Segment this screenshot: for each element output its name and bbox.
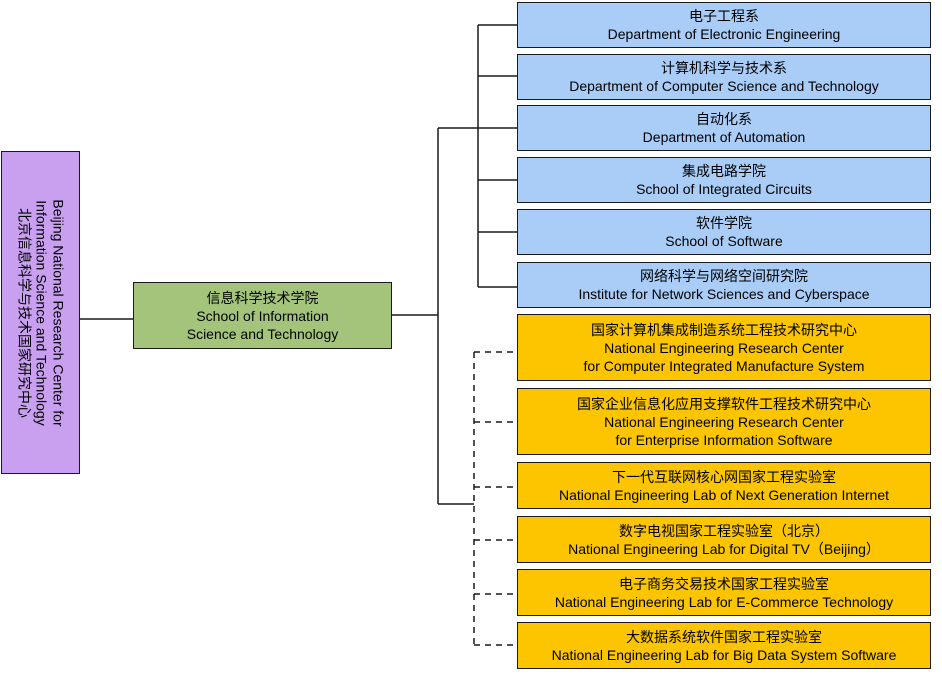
department-name-en: School of Software <box>665 233 783 249</box>
school-box: 信息科学技术学院 School of Information Science a… <box>133 282 392 349</box>
department-box-electronic-engineering: 电子工程系 Department of Electronic Engineeri… <box>517 2 931 48</box>
lab-box-big-data: 大数据系统软件国家工程实验室 National Engineering Lab … <box>517 622 931 669</box>
lab-box-e-commerce: 电子商务交易技术国家工程实验室 National Engineering Lab… <box>517 569 931 616</box>
research-center-box: Beijing National Research Center for Inf… <box>1 151 80 474</box>
lab-name-zh: 国家企业信息化应用支撑软件工程技术研究中心 <box>577 395 871 412</box>
school-name-en-2: Science and Technology <box>186 325 339 342</box>
department-name-en: School of Integrated Circuits <box>636 181 812 197</box>
department-name-zh: 网络科学与网络空间研究院 <box>640 268 808 284</box>
lab-name-zh: 电子商务交易技术国家工程实验室 <box>619 575 829 592</box>
lab-name-en-1: National Engineering Research Center <box>604 339 844 356</box>
lab-name-en-2: for Computer Integrated Manufacture Syst… <box>583 357 865 374</box>
lab-name-zh: 数字电视国家工程实验室（北京） <box>619 522 829 539</box>
department-name-zh: 软件学院 <box>696 215 752 231</box>
lab-name-en: National Engineering Lab of Next Generat… <box>559 486 889 503</box>
department-name-zh: 电子工程系 <box>689 8 759 24</box>
lab-name-en-1: National Engineering Research Center <box>604 413 844 430</box>
department-name-zh: 自动化系 <box>696 111 752 127</box>
lab-name-en: National Engineering Lab for E-Commerce … <box>554 593 894 610</box>
department-box-network-sciences: 网络科学与网络空间研究院 Institute for Network Scien… <box>517 262 931 308</box>
lab-box-next-generation-internet: 下一代互联网核心网国家工程实验室 National Engineering La… <box>517 462 931 509</box>
lab-box-computer-integrated-manufacture: 国家计算机集成制造系统工程技术研究中心 National Engineering… <box>517 314 931 381</box>
lab-box-enterprise-information-software: 国家企业信息化应用支撑软件工程技术研究中心 National Engineeri… <box>517 388 931 455</box>
department-name-en: Department of Electronic Engineering <box>607 26 841 42</box>
lab-name-zh: 大数据系统软件国家工程实验室 <box>626 628 822 645</box>
lab-name-zh: 下一代互联网核心网国家工程实验室 <box>612 468 836 485</box>
department-box-automation: 自动化系 Department of Automation <box>517 105 931 151</box>
research-center-label: Beijing National Research Center for Inf… <box>15 153 66 473</box>
department-name-en: Department of Automation <box>642 129 806 145</box>
school-name-en-1: School of Information <box>196 307 329 324</box>
lab-name-en: National Engineering Lab for Digital TV（… <box>568 540 880 557</box>
lab-box-digital-tv: 数字电视国家工程实验室（北京） National Engineering Lab… <box>517 516 931 563</box>
research-center-line-3: 北京信息科学与技术国家研究中心 <box>16 207 32 418</box>
department-name-zh: 计算机科学与技术系 <box>661 60 787 76</box>
department-box-computer-science: 计算机科学与技术系 Department of Computer Science… <box>517 54 931 100</box>
department-name-en: Department of Computer Science and Techn… <box>569 78 879 94</box>
school-name-zh: 信息科学技术学院 <box>206 289 319 306</box>
research-center-line-1: Beijing National Research Center for <box>50 198 66 427</box>
research-center-line-2: Information Science and Technology <box>33 199 49 426</box>
lab-name-en-2: for Enterprise Information Software <box>615 431 833 448</box>
lab-name-zh: 国家计算机集成制造系统工程技术研究中心 <box>591 321 857 338</box>
department-name-zh: 集成电路学院 <box>682 163 766 179</box>
lab-name-en: National Engineering Lab for Big Data Sy… <box>551 646 897 663</box>
department-box-integrated-circuits: 集成电路学院 School of Integrated Circuits <box>517 157 931 203</box>
department-box-software: 软件学院 School of Software <box>517 209 931 255</box>
department-name-en: Institute for Network Sciences and Cyber… <box>578 286 870 302</box>
